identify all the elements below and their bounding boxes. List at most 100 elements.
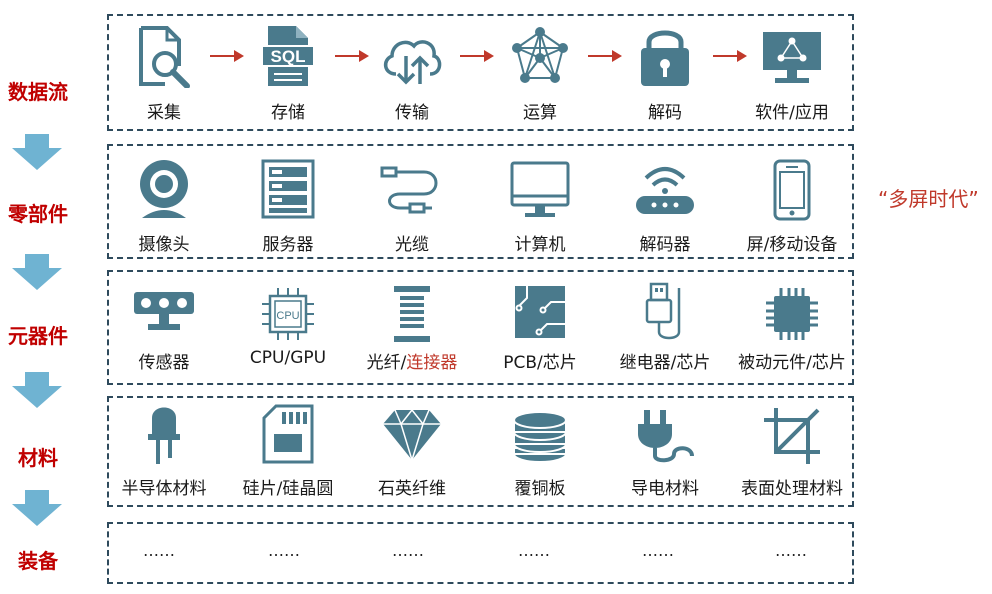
server-label: 服务器	[262, 235, 314, 255]
label-materials: 材料	[18, 446, 58, 470]
camera-label: 摄像头	[138, 235, 190, 255]
software-label: 软件/应用	[755, 103, 829, 123]
label-electronic-parts: 元器件	[8, 324, 68, 348]
sensor-label: 传感器	[138, 353, 190, 373]
multi-screen-era-note: “多屏时代”	[878, 187, 979, 211]
power-plug-icon	[638, 410, 694, 463]
desktop-monitor-icon	[510, 161, 570, 217]
transmit-label: 传输	[395, 103, 429, 123]
cell-relay: 继电器/芯片	[603, 278, 727, 378]
label-equipment: 装备	[18, 549, 58, 573]
padlock-icon	[641, 30, 689, 86]
label-data-flow: 数据流	[8, 80, 68, 104]
router-icon	[636, 167, 694, 214]
cell-camera: 摄像头	[102, 152, 226, 255]
cell-conductive: 导电材料	[603, 402, 727, 502]
compute-label: 运算	[523, 103, 557, 123]
cell-pcb: PCB/芯片	[478, 278, 602, 378]
wafer-label: 硅片/硅晶圆	[242, 479, 334, 499]
quartz-label: 石英纤维	[378, 479, 446, 499]
equipment-item: ……	[518, 541, 550, 560]
fiber-spool-icon	[394, 286, 430, 342]
crop-icon	[764, 408, 820, 464]
cloud-transfer-icon	[383, 40, 442, 85]
equipment-item: ……	[268, 541, 300, 560]
svg-text:CPU: CPU	[276, 310, 299, 322]
computer-label: 计算机	[514, 235, 566, 255]
fiber-connector-label: 光纤/连接器	[366, 353, 458, 373]
cell-wafer: 硅片/硅晶圆	[226, 402, 350, 502]
row-equipment	[107, 522, 854, 584]
cell-ccl: 覆铜板	[478, 402, 602, 502]
server-rack-icon	[261, 159, 315, 219]
cell-software: 软件/应用	[730, 22, 854, 123]
conductive-label: 导电材料	[631, 479, 699, 499]
semiconductor-label: 半导体材料	[121, 479, 207, 499]
pcb-board-icon	[515, 286, 565, 338]
right-arrow-icon	[460, 50, 494, 62]
cell-surface: 表面处理材料	[730, 402, 854, 502]
equipment-item: ……	[775, 541, 807, 560]
cpu-chip-icon: CPU	[262, 288, 314, 340]
cell-quartz: 石英纤维	[350, 402, 474, 502]
coin-stack-icon	[513, 411, 567, 463]
label-components: 零部件	[8, 202, 68, 226]
cell-cpu: CPU CPU/GPU	[226, 278, 350, 378]
cell-server: 服务器	[226, 152, 350, 255]
svg-text:SQL: SQL	[271, 47, 306, 66]
document-search-icon	[139, 26, 190, 88]
cell-mobile: 屏/移动设备	[730, 152, 854, 255]
row-data-flow	[107, 14, 854, 131]
down-arrow-icon	[12, 372, 62, 408]
cpu-gpu-label: CPU/GPU	[249, 348, 327, 368]
storage-label: 存储	[271, 103, 305, 123]
equipment-item: ……	[642, 541, 674, 560]
equipment-item: ……	[392, 541, 424, 560]
row-electronic-parts	[107, 270, 854, 385]
row-materials	[107, 396, 854, 507]
pcb-chip-label: PCB/芯片	[503, 353, 577, 373]
sensor-camera-icon	[134, 292, 194, 330]
webcam-icon	[140, 160, 188, 218]
smartphone-icon	[773, 159, 811, 221]
cell-collect: 采集	[102, 22, 226, 123]
led-diode-icon	[148, 407, 180, 464]
down-arrow-icon	[12, 134, 62, 170]
passive-chip-label: 被动元件/芯片	[738, 353, 846, 373]
cell-decode: 解码	[603, 22, 727, 123]
down-arrow-icon	[12, 490, 62, 526]
right-arrow-icon	[713, 50, 747, 62]
relay-chip-label: 继电器/芯片	[619, 353, 711, 373]
sd-card-icon	[262, 404, 314, 464]
cell-fiber: 光纤/连接器	[350, 278, 474, 378]
network-nodes-icon	[512, 27, 568, 83]
cell-cable: 光缆	[350, 152, 474, 255]
cell-semiconductor: 半导体材料	[102, 402, 226, 502]
cell-computer: 计算机	[478, 152, 602, 255]
right-arrow-icon	[335, 50, 369, 62]
decoder-label: 解码器	[639, 235, 691, 255]
cell-decoder: 解码器	[603, 152, 727, 255]
cell-transmit: 传输	[350, 22, 474, 123]
mobile-label: 屏/移动设备	[746, 235, 838, 255]
cell-sensor: 传感器	[102, 278, 226, 378]
ccl-label: 覆铜板	[514, 479, 566, 499]
diamond-icon	[383, 408, 441, 461]
surface-label: 表面处理材料	[741, 479, 843, 499]
sql-file-icon: SQL	[261, 26, 315, 86]
cell-compute: 运算	[478, 22, 602, 123]
row-components	[107, 144, 854, 259]
right-arrow-icon	[210, 50, 244, 62]
cell-storage: SQL 存储	[226, 22, 350, 123]
chip-icon	[766, 288, 818, 340]
right-arrow-icon	[588, 50, 622, 62]
cable-label: 光缆	[395, 235, 429, 255]
collect-label: 采集	[147, 103, 181, 123]
down-arrow-icon	[12, 254, 62, 290]
equipment-item: ……	[143, 541, 175, 560]
decode-label: 解码	[648, 103, 682, 123]
cell-passive: 被动元件/芯片	[730, 278, 854, 378]
monitor-network-icon	[763, 32, 821, 83]
cable-icon	[380, 166, 438, 214]
usb-connector-icon	[645, 282, 681, 340]
